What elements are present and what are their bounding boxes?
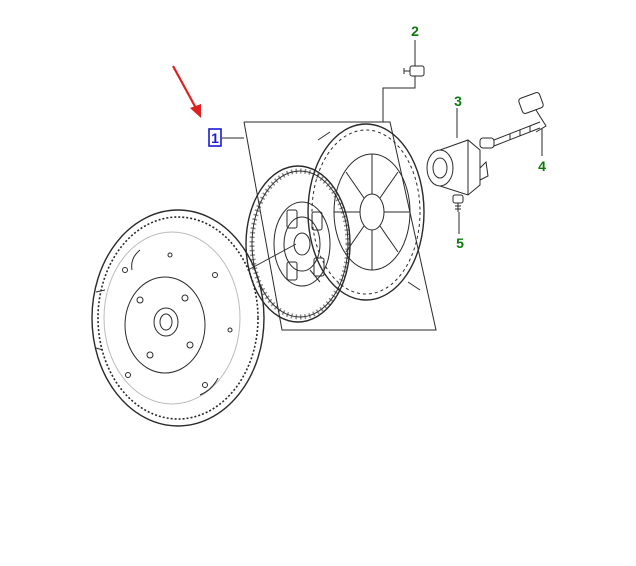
release-bearing (426, 137, 495, 196)
callout-1-label: 1 (211, 130, 219, 146)
kit-bracket (222, 121, 437, 331)
callout-1-highlight (208, 128, 222, 147)
pointer-arrow (172, 65, 201, 118)
hydraulic-line (493, 92, 547, 147)
callout-1[interactable]: 1 (208, 128, 222, 147)
callout-2-label: 2 (411, 23, 419, 39)
callout-5[interactable]: 5 (456, 235, 464, 251)
callout-5-label: 5 (456, 235, 464, 251)
callout-4-label: 4 (538, 158, 546, 174)
callout-4[interactable]: 4 (538, 158, 546, 174)
pressure-plate (307, 123, 425, 301)
flywheel (91, 209, 265, 427)
callout-3-label: 3 (454, 93, 462, 109)
callout-3[interactable]: 3 (454, 93, 462, 109)
bolt-5 (452, 194, 464, 212)
leader-lines (382, 40, 543, 234)
bolt-2 (403, 65, 425, 77)
callout-2[interactable]: 2 (411, 23, 419, 39)
clutch-disc (245, 165, 351, 323)
